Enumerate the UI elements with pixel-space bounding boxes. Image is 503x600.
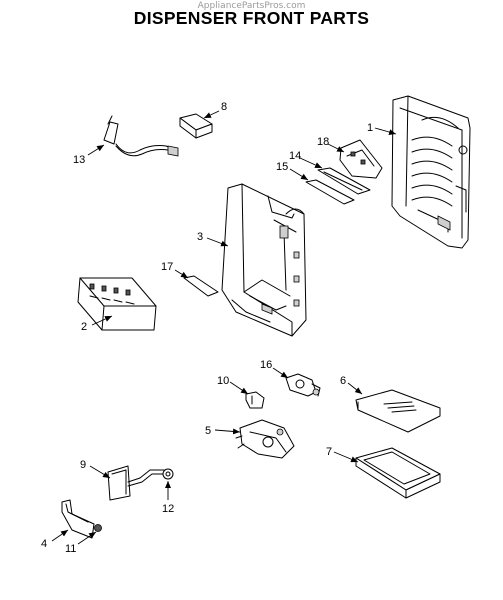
callout-16[interactable]: 16 bbox=[260, 359, 272, 371]
part-14-strip[interactable] bbox=[317, 167, 371, 195]
callout-18[interactable]: 18 bbox=[317, 136, 329, 148]
watermark: AppliancePartsPros.com bbox=[197, 1, 306, 11]
callout-10[interactable]: 10 bbox=[217, 375, 229, 387]
leader-6 bbox=[347, 382, 363, 395]
leader-7 bbox=[333, 451, 359, 463]
callout-1[interactable]: 1 bbox=[367, 122, 373, 134]
callout-numbers: 1 2 3 4 5 6 7 8 9 10 11 12 13 14 15 16 1… bbox=[41, 101, 373, 555]
callout-2[interactable]: 2 bbox=[81, 321, 87, 333]
part-6-cover[interactable] bbox=[355, 389, 441, 433]
callout-8[interactable]: 8 bbox=[221, 101, 227, 113]
part-11-screw[interactable] bbox=[94, 524, 102, 532]
leader-18 bbox=[327, 143, 345, 153]
callout-15[interactable]: 15 bbox=[276, 161, 288, 173]
part-15-lens[interactable] bbox=[305, 179, 355, 205]
leader-4 bbox=[51, 529, 69, 542]
leader-2 bbox=[91, 315, 113, 326]
callout-11[interactable]: 11 bbox=[65, 543, 76, 555]
callout-9[interactable]: 9 bbox=[80, 459, 86, 471]
part-8-block[interactable] bbox=[179, 113, 213, 139]
leader-13 bbox=[87, 144, 105, 156]
leader-1 bbox=[374, 127, 397, 135]
part-13-wire-harness[interactable] bbox=[103, 115, 179, 157]
leader-9 bbox=[89, 465, 111, 479]
leader-10 bbox=[229, 381, 249, 395]
leader-3 bbox=[206, 237, 229, 247]
leader-16 bbox=[272, 367, 289, 379]
leader-11 bbox=[77, 531, 97, 545]
callout-4[interactable]: 4 bbox=[41, 538, 47, 550]
leader-8 bbox=[203, 110, 220, 119]
leader-14 bbox=[299, 157, 323, 169]
diagram-title: DISPENSER FRONT PARTS bbox=[133, 8, 370, 28]
leader-15 bbox=[289, 168, 309, 181]
leader-5 bbox=[214, 428, 241, 435]
part-7-drip-tray[interactable] bbox=[355, 447, 441, 499]
callout-13[interactable]: 13 bbox=[73, 154, 85, 166]
part-1-dispenser-housing[interactable] bbox=[391, 95, 471, 249]
part-4-bracket[interactable] bbox=[61, 499, 95, 539]
part-5-mechanism[interactable] bbox=[235, 419, 295, 459]
callout-3[interactable]: 3 bbox=[197, 231, 203, 243]
callout-7[interactable]: 7 bbox=[326, 446, 332, 458]
part-2-control-panel[interactable] bbox=[77, 277, 157, 331]
callout-17[interactable]: 17 bbox=[161, 261, 173, 273]
callout-5[interactable]: 5 bbox=[205, 425, 211, 437]
part-12-grommet[interactable] bbox=[162, 468, 174, 480]
part-10-clip[interactable] bbox=[245, 391, 265, 409]
callout-12[interactable]: 12 bbox=[162, 503, 174, 515]
part-17-strip[interactable] bbox=[183, 275, 219, 297]
part-3-housing-frame[interactable] bbox=[221, 183, 307, 337]
leader-lines bbox=[51, 110, 397, 545]
callout-6[interactable]: 6 bbox=[340, 375, 346, 387]
callout-14[interactable]: 14 bbox=[289, 150, 301, 162]
part-18-bracket[interactable] bbox=[339, 139, 383, 179]
leader-17 bbox=[174, 269, 189, 279]
part-16-motor-bracket[interactable] bbox=[285, 373, 321, 397]
part-9-heater[interactable] bbox=[107, 465, 165, 501]
